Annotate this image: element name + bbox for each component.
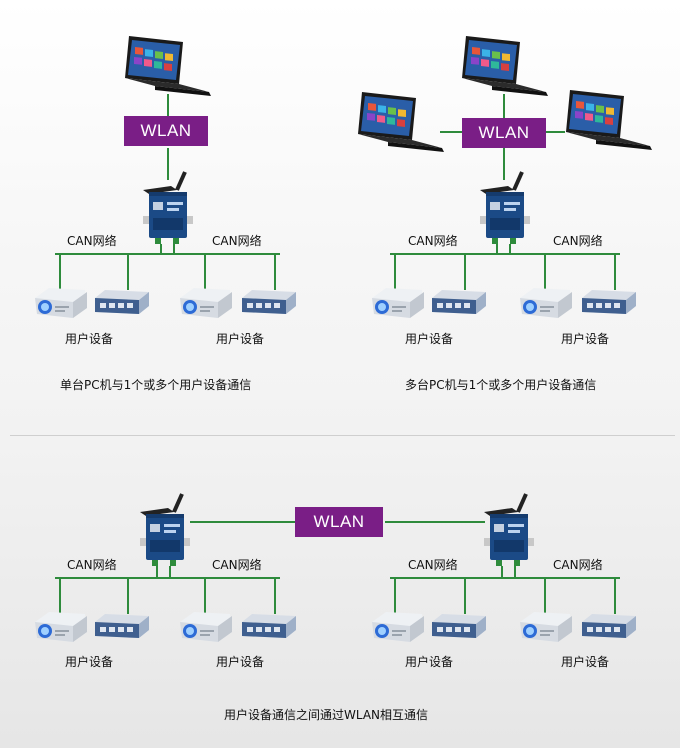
top-section-background [0,0,680,440]
wireless-gateway-icon [482,492,536,568]
caption-top-right: 多台PC机与1个或多个用户设备通信 [405,378,597,392]
switch-icon [242,290,296,314]
section-divider [10,435,675,436]
user-device-label: 用户设备 [405,332,454,346]
user-device-label: 用户设备 [561,655,610,669]
laptop-icon [358,92,444,152]
user-device-label: 用户设备 [561,332,610,346]
laptop-icon [462,36,548,96]
projector-icon [180,288,232,318]
can-network-label: CAN网络 [408,234,458,248]
switch-icon [95,614,149,638]
user-device-label: 用户设备 [405,655,454,669]
laptop-icon [566,90,652,150]
can-network-label: CAN网络 [408,558,458,572]
switch-icon [95,290,149,314]
projector-icon [35,612,87,642]
can-network-label: CAN网络 [67,234,117,248]
can-network-label: CAN网络 [67,558,117,572]
can-network-label: CAN网络 [553,558,603,572]
user-device-label: 用户设备 [65,332,114,346]
switch-icon [432,614,486,638]
can-network-label: CAN网络 [212,558,262,572]
projector-icon [372,288,424,318]
projector-icon [180,612,232,642]
top-left-diagram [35,36,296,318]
user-device-label: 用户设备 [65,655,114,669]
wlan-box: WLAN [124,116,208,146]
wireless-gateway-icon [478,170,532,246]
can-network-label: CAN网络 [212,234,262,248]
bottom-section-background [0,440,680,748]
laptop-icon [125,36,211,96]
projector-icon [35,288,87,318]
top-right-diagram [358,36,652,318]
switch-icon [582,614,636,638]
user-device-label: 用户设备 [216,332,265,346]
can-network-label: CAN网络 [553,234,603,248]
caption-bottom: 用户设备通信之间通过WLAN相互通信 [224,708,429,722]
bottom-diagram [35,492,636,642]
caption-top-left: 单台PC机与1个或多个用户设备通信 [60,378,252,392]
wlan-box: WLAN [295,507,383,537]
wlan-box: WLAN [462,118,546,148]
projector-icon [520,612,572,642]
switch-icon [242,614,296,638]
switch-icon [432,290,486,314]
wireless-gateway-icon [138,492,192,568]
projector-icon [372,612,424,642]
projector-icon [520,288,572,318]
wireless-gateway-icon [141,170,195,246]
user-device-label: 用户设备 [216,655,265,669]
switch-icon [582,290,636,314]
